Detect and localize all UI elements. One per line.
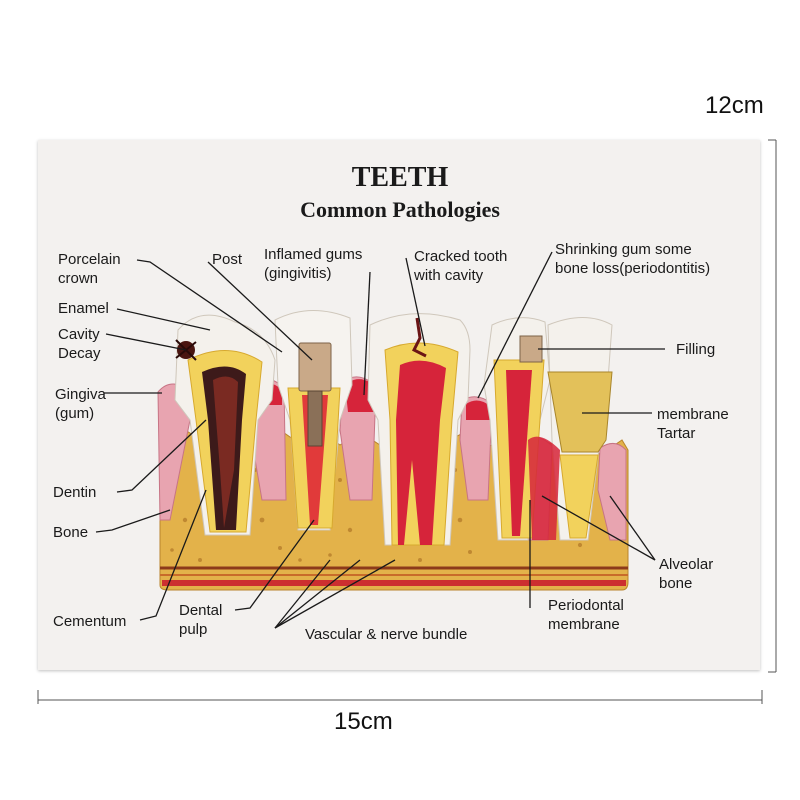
label-inflamed-gums: Inflamed gums (gingivitis) — [264, 246, 363, 282]
leader-porcelain-crown — [136, 259, 283, 353]
label-dentin: Dentin — [53, 484, 97, 501]
label-filling: Filling — [676, 341, 716, 358]
leader-dental-pulp — [234, 519, 315, 611]
height-dimension-label: 12cm — [705, 92, 764, 119]
leader-alveolar-bone-1 — [541, 495, 656, 561]
leader-cavity — [105, 333, 187, 351]
label-bone: Bone — [53, 524, 89, 541]
leader-cracked-tooth — [405, 257, 426, 347]
leader-inflamed-gums — [363, 271, 371, 396]
leader-cementum — [139, 489, 207, 621]
tooth-decayed — [174, 314, 276, 536]
leader-vascular-1 — [274, 559, 331, 629]
leader-dentin — [116, 419, 207, 493]
label-cracked-tooth: Cracked tooth with cavity — [414, 248, 508, 284]
leader-bone — [95, 509, 171, 533]
label-gingiva: Gingiva (gum) — [55, 386, 106, 422]
tooth-cracked — [367, 313, 471, 546]
leader-vascular-3 — [274, 559, 396, 629]
leader-alveolar-bone-2 — [609, 495, 656, 561]
label-shrinking-gum: Shrinking gum some bone loss(periodontit… — [555, 241, 711, 277]
label-porcelain-crown: Porcelain crown — [58, 251, 121, 287]
label-dental-pulp: Dental pulp — [179, 602, 223, 638]
diagram-title: TEETH — [351, 162, 449, 193]
label-cavity-decay: Cavity Decay — [58, 326, 101, 362]
leader-shrinking-gum — [477, 251, 553, 399]
width-dimension-label: 15cm — [334, 708, 393, 735]
label-vascular-nerve: Vascular & nerve bundle — [305, 626, 468, 643]
diagram-subtitle: Common Pathologies — [300, 197, 500, 222]
tooth-tartar — [528, 317, 613, 541]
label-membrane-tartar: membrane Tartar — [657, 406, 729, 442]
leader-enamel — [116, 308, 211, 331]
leader-vascular-2 — [274, 559, 361, 629]
label-cementum: Cementum — [53, 613, 127, 630]
label-enamel: Enamel — [58, 300, 109, 317]
label-periodontal-membrane: Periodontal membrane — [548, 597, 624, 633]
leader-post — [207, 261, 313, 361]
label-alveolar-bone: Alveolar bone — [659, 556, 714, 592]
label-post: Post — [212, 251, 243, 268]
